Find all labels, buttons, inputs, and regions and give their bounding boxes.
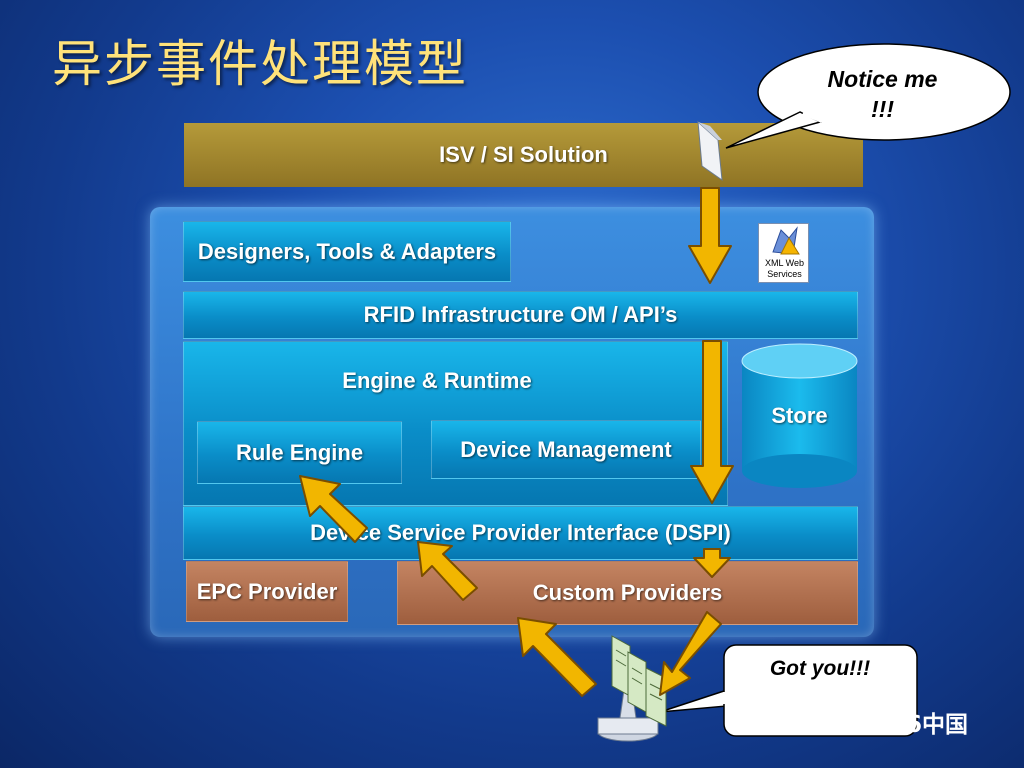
device-management-box: Device Management <box>431 420 701 479</box>
rfid-infrastructure-bar: RFID Infrastructure OM / API’s <box>183 291 858 339</box>
arrow-down-api-to-dspi <box>690 340 734 504</box>
rfid-reader-icon <box>597 635 667 742</box>
designers-tools-adapters-box: Designers, Tools & Adapters <box>183 221 511 282</box>
arrow-up-custom-to-dspi <box>417 541 478 601</box>
custom-providers-box: Custom Providers <box>397 561 858 625</box>
document-icon <box>697 120 723 182</box>
xml-web-services-label: XML Web Services <box>764 258 804 279</box>
got-you-text: Got you!!! <box>769 657 871 680</box>
arrow-down-dspi-to-custom <box>693 548 731 578</box>
isv-solution-bar: ISV / SI Solution <box>184 123 863 187</box>
notice-me-callout <box>725 43 1011 149</box>
store-cylinder <box>741 343 858 488</box>
dspi-bar: Device Service Provider Interface (DSPI) <box>183 506 858 560</box>
slide-title: 异步事件处理模型 <box>52 35 468 93</box>
notice-me-text: Notice me !!! <box>827 66 938 122</box>
got-you-callout <box>659 644 918 737</box>
engine-runtime-label: Engine & Runtime <box>342 368 532 393</box>
epc-provider-box: EPC Provider <box>186 561 348 622</box>
store-label: Store <box>771 403 828 428</box>
arrow-down-isv-to-api <box>688 187 732 284</box>
rule-engine-box: Rule Engine <box>197 421 402 484</box>
logo-text: 6中国 <box>906 712 969 738</box>
xml-web-services-icon: XML Web Services <box>758 223 809 283</box>
arrow-down-custom-to-device <box>659 611 722 696</box>
arrow-up-device-to-custom <box>517 617 597 697</box>
arrow-up-dspi-to-rule-engine <box>299 475 368 543</box>
